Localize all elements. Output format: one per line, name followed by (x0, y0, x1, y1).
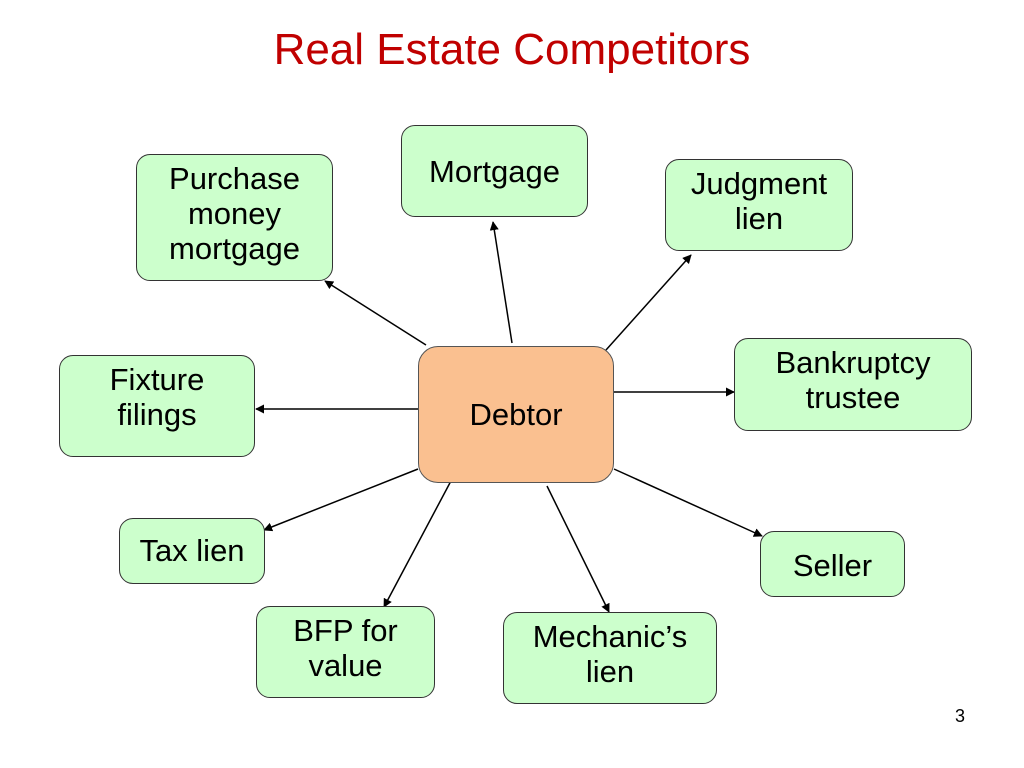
arrow-to-mortgage (489, 221, 513, 344)
node-label: Seller (792, 548, 873, 583)
node-label: Mortgage (429, 154, 560, 189)
arrow-to-tax-lien (263, 468, 419, 532)
node-tax-lien: Tax lien (119, 518, 265, 584)
node-seller: Seller (760, 531, 905, 597)
node-label: Purchase money mortgage (169, 161, 300, 266)
node-bfp-for-value: BFP for value (256, 606, 435, 698)
arrow-to-judgment-lien (605, 254, 692, 351)
node-label: Bankruptcy trustee (775, 345, 931, 415)
node-mechanics-lien: Mechanic’s lien (503, 612, 717, 704)
node-judgment-lien: Judgment lien (665, 159, 853, 251)
node-label: Mechanic’s lien (532, 619, 688, 689)
node-fixture-filings: Fixture filings (59, 355, 255, 457)
node-label: Debtor (469, 397, 563, 432)
node-purchase-money-mortgage: Purchase money mortgage (136, 154, 333, 281)
node-label: BFP for value (293, 613, 398, 683)
node-label: Tax lien (139, 533, 245, 568)
node-label: Fixture filings (109, 362, 205, 432)
arrow-to-bfp-for-value (383, 478, 453, 608)
slide-title: Real Estate Competitors (273, 25, 751, 74)
arrow-to-mechanics-lien (546, 485, 610, 613)
node-mortgage: Mortgage (401, 125, 588, 217)
node-label: Judgment lien (690, 166, 828, 236)
arrow-to-seller (613, 468, 763, 537)
node-debtor: Debtor (418, 346, 614, 483)
arrow-to-purchase-money-mortgage (324, 280, 427, 346)
node-bankruptcy-trustee: Bankruptcy trustee (734, 338, 972, 431)
page-number: 3 (954, 706, 965, 726)
